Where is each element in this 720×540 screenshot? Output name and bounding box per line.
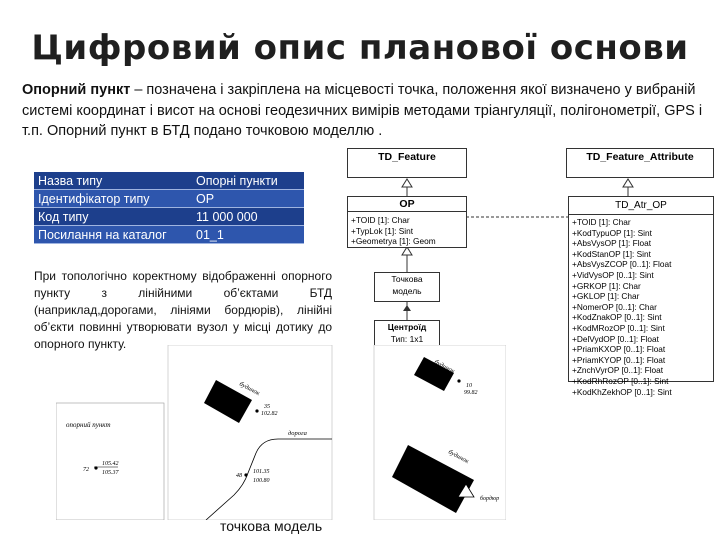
map-label-road: дорога (288, 430, 307, 437)
inheritance-arrow-icon (401, 178, 413, 188)
map-label-border: бордюр (480, 495, 499, 502)
map-val: 105.42 (102, 460, 119, 467)
map-val: 101.35 (253, 469, 270, 475)
map-val: 100.80 (253, 478, 270, 484)
uml-attr: +VidVysOP [0..1]: Sint (572, 269, 654, 280)
uml-attr: +Geometrya [1]: Geom (351, 236, 436, 247)
map-num-left: 72 (83, 467, 89, 473)
uml-feature-attribute-title: TD_Feature_Attribute (586, 151, 694, 163)
uml-op-class: OP +TOID [1]: Char +TypLok [1]: Sint +Ge… (347, 196, 467, 248)
uml-attr: +KodRhRozOP [0..1]: Sint (572, 375, 669, 386)
uml-attr: +TOID [1]: Char (351, 215, 410, 225)
intro-text: – позначена і закріплена на місцевості т… (22, 82, 703, 139)
uml-attr: +GKLOP [1]: Char (572, 291, 640, 302)
slide-title: Цифровий опис планової основи (31, 28, 689, 68)
table-value: 01_1 (196, 227, 224, 242)
map-panel-left (56, 402, 165, 520)
uml-attr: +GRKOP [1]: Char (572, 280, 641, 291)
uml-attr: +PriamKYOP [0..1]: Float (572, 354, 666, 365)
triangle-point-icon (457, 483, 475, 498)
map-label-point: опорний пункт (66, 421, 111, 429)
map-val: 102.82 (261, 411, 278, 417)
building-shape (414, 357, 454, 391)
table-key: Посилання на каталог (38, 227, 167, 242)
map-panel-mid (167, 345, 333, 520)
survey-point-icon (457, 379, 461, 383)
uml-attr: +KodStanOP [1]: Sint (572, 248, 651, 259)
map-drawing: опорний пункт 72 105.42 105.37 будинок 3… (56, 345, 506, 520)
uml-point-model-line: Точкова (391, 274, 423, 284)
uml-connectors (401, 178, 634, 320)
uml-attr: +PriamKXOP [0..1]: Float (572, 344, 666, 355)
composition-arrow-icon (403, 305, 411, 311)
table-row: Посилання на каталог 01_1 (34, 225, 304, 244)
table-row: Код типу 11 000 000 (34, 207, 304, 226)
uml-td-atr-op: TD_Atr_OP +TOID [1]: Char +KodTypuOP [1]… (568, 196, 714, 397)
uml-point-model-line: модель (392, 286, 422, 296)
table-row: Ідентифікатор типу OP (34, 189, 304, 208)
map-num: 10 (466, 383, 472, 389)
uml-attr: +TypLok [1]: Sint (351, 225, 414, 236)
building-shape (392, 445, 474, 513)
intro-paragraph: Опорний пункт – позначена і закріплена н… (22, 80, 712, 142)
map-val: 105.37 (102, 470, 120, 476)
uml-op-attrs: +TOID [1]: Char +TypLok [1]: Sint +Geome… (348, 212, 466, 247)
map-num: 35 (263, 404, 270, 410)
uml-attr: +ZnchVyrOP [0..1]: Float (572, 365, 664, 376)
uml-centroid-line: Центроїд (387, 322, 427, 332)
uml-attr: +NomerOP [0..1]: Char (572, 301, 657, 312)
intro-term: Опорний пункт (22, 82, 131, 98)
uml-point-model: Точкова модель (374, 272, 440, 302)
uml-op-title: OP (399, 198, 415, 210)
survey-point-icon (94, 466, 98, 470)
uml-attr: +KodTypuOP [1]: Sint (572, 227, 652, 238)
uml-attr: +DelVydOP [0..1]: Float (572, 333, 659, 344)
uml-divider (348, 211, 466, 212)
inheritance-arrow-icon (401, 246, 413, 256)
uml-attr: +TOID [1]: Char (572, 217, 631, 227)
uml-centroid: Центроїд Тип: 1x1 (374, 320, 440, 348)
uml-td-atr-title: TD_Atr_OP (615, 200, 667, 211)
uml-centroid-line: Тип: 1x1 (390, 334, 424, 344)
road-line (205, 438, 332, 520)
type-table: Назва типу Опорні пункти Ідентифікатор т… (34, 172, 304, 244)
survey-point-icon (255, 409, 259, 413)
survey-point-icon (244, 473, 248, 477)
uml-attr: +AbsVysOP [1]: Float (572, 238, 652, 249)
table-value: OP (196, 191, 215, 206)
table-value: Опорні пункти (196, 173, 278, 188)
table-value: 11 000 000 (196, 209, 258, 224)
uml-td-feature-attribute: TD_Feature_Attribute (566, 148, 714, 178)
map-val: 99.82 (464, 390, 478, 396)
topology-note: При топологічно коректному відображенні … (34, 269, 332, 351)
uml-td-feature-title: TD_Feature (378, 151, 436, 163)
uml-attr: +KodMRozOP [0..1]: Sint (572, 322, 665, 333)
uml-td-atr-attrs: +TOID [1]: Char +KodTypuOP [1]: Sint +Ab… (569, 215, 713, 397)
table-key: Ідентифікатор типу (38, 191, 150, 206)
uml-attr: +KodZnakOP [0..1]: Sint (572, 312, 662, 323)
uml-td-feature: TD_Feature (347, 148, 467, 178)
map-num: 48 (236, 472, 242, 479)
uml-attr: +KodKhZekhOP [0..1]: Sint (572, 386, 672, 397)
figure-caption: точкова модель (220, 518, 323, 534)
inheritance-arrow-icon (622, 178, 634, 188)
uml-attr: +AbsVysZCOP [0..1]: Float (572, 259, 672, 270)
table-key: Назва типу (38, 173, 103, 188)
table-row: Назва типу Опорні пункти (34, 172, 304, 190)
building-shape (204, 380, 252, 423)
table-key: Код типу (38, 209, 89, 224)
uml-divider (569, 214, 713, 215)
